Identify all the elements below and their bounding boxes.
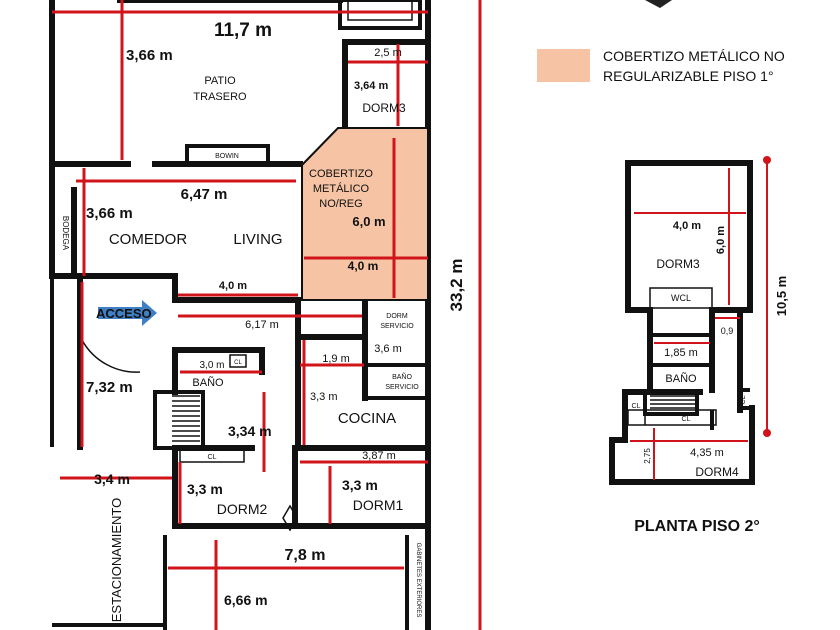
- estacionamiento-label: ESTACIONAMIENTO: [109, 498, 124, 622]
- ground-floor-labels: 11,7 m 3,66 m PATIO TRASERO 2,5 m 3,64 m…: [61, 20, 466, 622]
- second-floor-title: PLANTA PISO 2°: [634, 518, 760, 535]
- patio-label: PATIO: [204, 75, 236, 87]
- bowin-label: BOWIN: [215, 153, 239, 160]
- access-arrow: [98, 300, 157, 326]
- dim-bath-width: 3,0 m: [199, 360, 224, 371]
- dim-hall-width: 4,0 m: [219, 280, 247, 292]
- room-f2-bano: BAÑO: [665, 372, 697, 385]
- dorm-servicio-label-2: SERVICIO: [380, 323, 414, 330]
- room-dorm3: DORM3: [362, 101, 406, 115]
- legend-text-2: REGULARIZABLE PISO 1°: [603, 68, 774, 84]
- dim-parking-width: 3,4 m: [94, 471, 130, 487]
- dim-patio-depth: 3,66 m: [126, 47, 173, 64]
- dim-dorm1-depth: 3,3 m: [342, 477, 378, 493]
- dimension-lines: [52, 0, 428, 630]
- dim-f2-dorm4-depth: 2,75: [643, 448, 652, 464]
- dim-dorm2-depth: 3,3 m: [187, 481, 223, 497]
- dim-service-depth: 3,6 m: [374, 343, 402, 355]
- legend-swatch: [537, 49, 590, 82]
- dim-shed-depth: 6,0 m: [352, 214, 385, 229]
- dim-dorm3-width: 2,5 m: [374, 47, 402, 59]
- north-arrow-icon: [645, 0, 672, 8]
- dim-f2-dorm4-width: 4,35 m: [690, 447, 724, 459]
- dim-service-width: 1,9 m: [322, 353, 350, 365]
- shed-label-2: METÁLICO: [313, 182, 370, 195]
- dim-stair-depth: 3,34 m: [228, 423, 272, 439]
- dim-access-depth: 7,32 m: [86, 379, 133, 396]
- dim-f2-dorm3-depth: 6,0 m: [715, 226, 727, 254]
- ground-floor-walls: [49, 0, 482, 630]
- second-floor-dims: [630, 156, 771, 480]
- shed-label-3: NO/REG: [319, 198, 362, 210]
- stair-treads: [172, 395, 200, 442]
- dim-f2-bath-width: 1,85 m: [664, 347, 698, 359]
- dim-access-width: 6,17 m: [245, 319, 279, 331]
- room-f2-wcl: WCL: [671, 293, 691, 303]
- acceso-label: ACCESO: [96, 306, 152, 321]
- bano-servicio-label-1: BAÑO: [392, 372, 412, 381]
- dim-dorm3-depth: 3,64 m: [354, 80, 388, 92]
- f2-closet-right: CL: [740, 395, 747, 404]
- bowin-window: [185, 144, 270, 166]
- room-bano: BAÑO: [192, 376, 224, 389]
- room-dorm1: DORM1: [353, 497, 404, 513]
- bath-closet-label: CL: [234, 360, 242, 366]
- dim-front-depth: 6,66 m: [224, 592, 268, 608]
- dim-f2-gap: 0,9: [721, 326, 734, 336]
- bodega-label: BODEGA: [61, 216, 70, 251]
- legend-text-1: COBERTIZO METÁLICO NO: [603, 48, 785, 64]
- dim-shed-width: 4,0 m: [348, 259, 379, 273]
- dim-living-width: 6,47 m: [181, 186, 228, 203]
- f2-closet-left: CL: [632, 403, 641, 410]
- dim-width-total: 11,7 m: [214, 20, 272, 41]
- shed-label-1: COBERTIZO: [309, 168, 373, 180]
- bano-servicio-label-2: SERVICIO: [385, 384, 419, 391]
- second-floor-walls: [609, 160, 755, 485]
- room-living: LIVING: [233, 231, 282, 248]
- dim-front-width: 7,8 m: [285, 547, 326, 564]
- f2-closet-middle: CL: [682, 416, 691, 423]
- stair-treads-2: [650, 395, 695, 409]
- room-cocina: COCINA: [338, 410, 396, 427]
- dim-f2-total-depth: 10,5 m: [774, 276, 789, 316]
- room-f2-dorm3: DORM3: [656, 257, 700, 271]
- dim-kitchen-depth: 3,3 m: [310, 391, 338, 403]
- patio-label-2: TRASERO: [193, 91, 247, 103]
- gabinetes-label: GABINETES EXTERIORES: [415, 543, 421, 618]
- dorm-servicio-label-1: DORM: [386, 313, 408, 320]
- dim-lot-length: 33,2 m: [447, 259, 466, 312]
- room-comedor: COMEDOR: [109, 231, 188, 248]
- second-floor-labels: 4,0 m 6,0 m 10,5 m DORM3 WCL 0,9 1,85 m …: [632, 220, 789, 535]
- room-dorm2: DORM2: [217, 501, 268, 517]
- legend: COBERTIZO METÁLICO NO REGULARIZABLE PISO…: [537, 0, 785, 84]
- dim-dorm1-width: 3,87 m: [362, 450, 396, 462]
- dim-living-depth: 3,66 m: [86, 205, 133, 222]
- room-f2-dorm4: DORM4: [695, 465, 739, 479]
- dim-f2-dorm3-width: 4,0 m: [673, 220, 701, 232]
- dorm2-closet-label: CL: [208, 454, 217, 461]
